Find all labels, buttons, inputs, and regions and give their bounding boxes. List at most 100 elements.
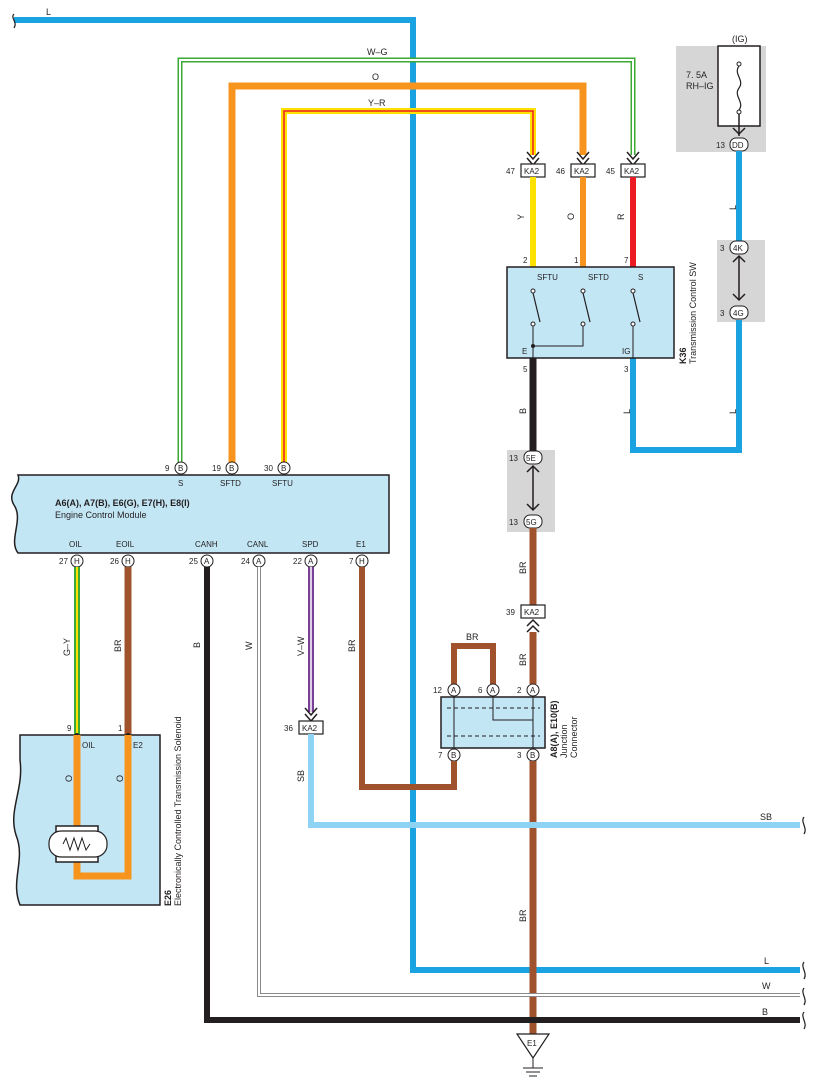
fuse-pin: 13: [716, 141, 725, 150]
jc-bot-conn-1: B: [451, 751, 456, 760]
fuse-conn: DD: [732, 141, 744, 150]
junction-connector: [440, 683, 546, 762]
wire-label-sb-right: SB: [760, 812, 772, 822]
ecm-top-label-s: S: [178, 479, 183, 488]
wire-label-br-ka2: BR: [518, 653, 528, 666]
ka2-39-pin: 39: [506, 608, 515, 617]
ka2-39-box: KA2: [524, 608, 540, 617]
wire-w-canl-inner: [258, 567, 800, 996]
fuse: [717, 45, 761, 152]
wire-label-br-eoil: BR: [113, 639, 123, 652]
e26-name: Electronically Controlled Transmission S…: [173, 716, 183, 906]
wire-l-fuse: [630, 151, 742, 453]
j4g-conn: 4G: [733, 309, 744, 318]
wire-l-main: [14, 17, 800, 973]
ecm-bot-pin-25: 25: [189, 557, 198, 566]
wire-label-o-sol1: O: [64, 775, 74, 782]
ecm-bot-conn-27: H: [74, 557, 80, 566]
jc-top-pin-6: 6: [478, 686, 483, 695]
wire-label-b-k36: B: [518, 408, 528, 414]
wire-br-e1: [359, 567, 457, 790]
wire-label-l-right2: L: [728, 409, 738, 414]
ecm-top-pin-30: 30: [264, 464, 273, 473]
j4k-conn: 4K: [733, 244, 743, 253]
wire-label-top-l: L: [46, 7, 51, 17]
j5g-pin: 13: [509, 518, 518, 527]
ecm-top-conn-19: B: [229, 464, 234, 473]
wire-label-sb: SB: [296, 770, 306, 782]
wire-b-canh: [204, 567, 800, 1023]
ecm-top-label-sftd: SFTD: [220, 479, 241, 488]
k36-pin-7: 7: [624, 256, 629, 265]
k36-pin-2: 2: [523, 256, 528, 265]
wire-label-l-right1: L: [728, 205, 738, 210]
ka2-39-connector: [520, 604, 546, 633]
ka2-47-box: KA2: [524, 167, 540, 176]
fuse-name: RH–IG: [686, 81, 714, 91]
wire-label-yr: Y–R: [368, 98, 386, 108]
ecm-bot-pin-22: 22: [293, 557, 302, 566]
fuse-ig-label: (IG): [732, 34, 748, 44]
k36-label-e: E: [522, 347, 527, 356]
j5e-conn: 5E: [526, 454, 536, 463]
ecm-bot-pin-26: 26: [110, 557, 119, 566]
k36-label-ig: IG: [622, 347, 630, 356]
wire-label-y: Y: [516, 214, 526, 220]
wire-label-b-bottom: B: [762, 1007, 768, 1017]
k36-id: K36: [678, 347, 688, 364]
ka2-45-pin: 45: [606, 167, 615, 176]
jc-name1: Junction: [559, 724, 569, 758]
ka2-36-pin: 36: [284, 724, 293, 733]
wire-label-wg: W–G: [367, 47, 388, 57]
ecm-bot-conn-26: H: [125, 557, 131, 566]
jc-top-conn-1: A: [451, 686, 457, 695]
wire-label-br-5g: BR: [518, 561, 528, 574]
wire-end-markers: [12, 13, 806, 1030]
jc-name2: Connector: [569, 716, 579, 758]
ecm-bot-conn-25: A: [204, 557, 210, 566]
ground-symbol: [515, 1033, 551, 1077]
ecm-top-pin-9: 9: [165, 464, 170, 473]
jc-top-pin-12: 12: [433, 686, 442, 695]
ka2-46-pin: 46: [556, 167, 565, 176]
e26-pin-1: 1: [118, 724, 123, 733]
ecm-bot-label-eoil: EOIL: [116, 540, 135, 549]
ecm-bot-label-canl: CANL: [247, 540, 269, 549]
k36-pin-1: 1: [574, 256, 579, 265]
wire-label-l-bottom: L: [764, 956, 769, 966]
wire-sb: [308, 734, 800, 828]
jc-top-conn-3: A: [530, 686, 536, 695]
k36-pin-5: 5: [523, 365, 528, 374]
junction-4: [729, 240, 749, 320]
ecm-name: Engine Control Module: [55, 510, 147, 520]
e26-label-oil: OIL: [82, 741, 95, 750]
k36-label-sftd: SFTD: [588, 273, 609, 282]
ecm-top-pin-19: 19: [212, 464, 221, 473]
wires-to-k36: [530, 177, 636, 268]
j5g-conn: 5G: [526, 518, 537, 527]
fuse-rating: 7. 5A: [686, 70, 707, 80]
j4k-pin: 3: [720, 244, 725, 253]
wire-label-w-bottom: W: [762, 981, 771, 991]
wire-label-gy: G–Y: [62, 638, 72, 656]
wire-label-br-loop: BR: [466, 632, 479, 642]
ecm-bot-label-oil: OIL: [69, 540, 82, 549]
wire-label-w-canl: W: [244, 641, 254, 650]
wire-wg: [177, 57, 636, 468]
e26-id: E26: [163, 890, 173, 906]
wire-label-o: O: [372, 72, 379, 82]
solenoid-box: [12, 733, 161, 906]
junction-5: [523, 450, 543, 529]
k36-switch: [506, 266, 675, 359]
wire-label-r: R: [616, 213, 626, 220]
ecm-bot-label-canh: CANH: [195, 540, 218, 549]
ground-label: E1: [527, 1039, 537, 1048]
ecm-top-conn-30: B: [281, 464, 286, 473]
ka2-45-box: KA2: [624, 167, 640, 176]
wire-label-br-lower: BR: [518, 909, 528, 922]
k36-name: Transmission Control SW: [688, 262, 698, 364]
ecm-bot-pin-27: 27: [59, 557, 68, 566]
wire-label-br-e1: BR: [347, 639, 357, 652]
jc-id: A8(A), E10(B): [549, 700, 559, 758]
